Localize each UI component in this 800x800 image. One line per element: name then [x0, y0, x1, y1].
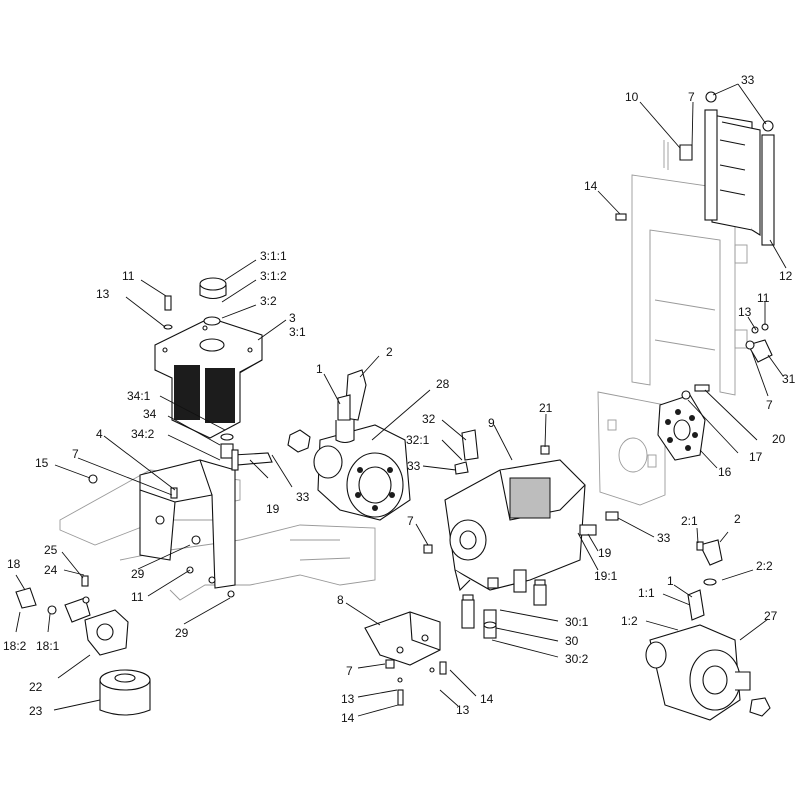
callout-15: 15 — [35, 456, 49, 470]
callout-11: 11 — [122, 269, 135, 283]
callout-1-2: 1:2 — [621, 614, 638, 628]
callout-13: 13 — [341, 692, 355, 706]
callout-11: 11 — [757, 291, 770, 305]
callout-30: 30 — [565, 634, 579, 648]
callout-3-1-1: 3:1:1 — [260, 249, 287, 263]
callout-14: 14 — [341, 711, 355, 725]
callout-18-2: 18:2 — [3, 639, 27, 653]
callout-20: 20 — [772, 432, 786, 446]
motor-27 — [645, 539, 771, 721]
clamp-31 — [745, 339, 773, 363]
pump-ports — [461, 569, 547, 639]
callout-7: 7 — [72, 447, 79, 461]
small-hardware — [47, 213, 769, 706]
tank-cap-3-1-1 — [199, 277, 227, 326]
callout-30-2: 30:2 — [565, 652, 589, 666]
callout-16: 16 — [718, 465, 732, 479]
callout-27: 27 — [764, 609, 778, 623]
callout-28: 28 — [436, 377, 450, 391]
callout-3-1: 3:1 — [289, 325, 306, 339]
callout-22: 22 — [29, 680, 43, 694]
bracket-8 — [364, 611, 441, 666]
callout-17: 17 — [749, 450, 763, 464]
callout-19-1: 19:1 — [594, 569, 618, 583]
callout-29: 29 — [131, 567, 145, 581]
callout-30-1: 30:1 — [565, 615, 589, 629]
callout-9: 9 — [488, 416, 495, 430]
callout-34-1: 34:1 — [127, 389, 151, 403]
callout-2-1: 2:1 — [681, 514, 698, 528]
callout-1: 1 — [667, 574, 674, 588]
callout-11: 11 — [131, 590, 144, 604]
callout-33: 33 — [741, 73, 755, 87]
callout-2: 2 — [386, 345, 393, 359]
filter-head-22 — [64, 597, 129, 656]
callout-1-1: 1:1 — [638, 586, 655, 600]
callout-25: 25 — [44, 543, 58, 557]
callout-7: 7 — [688, 90, 695, 104]
callout-34-2: 34:2 — [131, 427, 155, 441]
callout-2: 2 — [734, 512, 741, 526]
callout-2-2: 2:2 — [756, 559, 773, 573]
hydraulic-tank-3 — [154, 317, 263, 439]
callout-34: 34 — [143, 407, 157, 421]
callout-3: 3 — [289, 311, 296, 325]
callout-33: 33 — [407, 459, 421, 473]
callout-18-1: 18:1 — [36, 639, 60, 653]
callout-33: 33 — [657, 531, 671, 545]
cooler-12 — [679, 91, 775, 246]
callout-24: 24 — [44, 563, 58, 577]
callout-10: 10 — [625, 90, 639, 104]
callout-7: 7 — [346, 664, 353, 678]
callout-33: 33 — [296, 490, 310, 504]
callout-19: 19 — [598, 546, 612, 560]
callout-18: 18 — [7, 557, 21, 571]
right-frame-ghost — [631, 140, 748, 396]
callout-13: 13 — [738, 305, 752, 319]
callout-1: 1 — [316, 362, 323, 376]
callout-31: 31 — [782, 372, 796, 386]
callout-7: 7 — [766, 398, 773, 412]
callout-13: 13 — [96, 287, 110, 301]
callout-32: 32 — [422, 412, 436, 426]
fitting-18 — [15, 587, 37, 609]
leader-lines — [15, 83, 787, 717]
callout-14: 14 — [584, 179, 598, 193]
callout-14: 14 — [480, 692, 494, 706]
callout-3-1-2: 3:1:2 — [260, 269, 287, 283]
callout-7: 7 — [407, 514, 414, 528]
callout-13: 13 — [456, 703, 470, 717]
callout-3-2: 3:2 — [260, 294, 277, 308]
filter-23 — [99, 669, 151, 716]
motor-28 — [287, 369, 411, 521]
callout-32-1: 32:1 — [406, 433, 430, 447]
callout-21: 21 — [539, 401, 553, 415]
callout-29: 29 — [175, 626, 189, 640]
callout-12: 12 — [779, 269, 793, 283]
fittings-34 — [220, 433, 273, 471]
callout-8: 8 — [337, 593, 344, 607]
callout-23: 23 — [29, 704, 43, 718]
callout-19: 19 — [266, 502, 280, 516]
callout-labels: 33 10 7 14 12 11 13 31 7 3:1:1 3:1:2 3:2… — [3, 73, 796, 725]
callout-4: 4 — [96, 427, 103, 441]
rear-bracket-ghost — [597, 391, 666, 506]
